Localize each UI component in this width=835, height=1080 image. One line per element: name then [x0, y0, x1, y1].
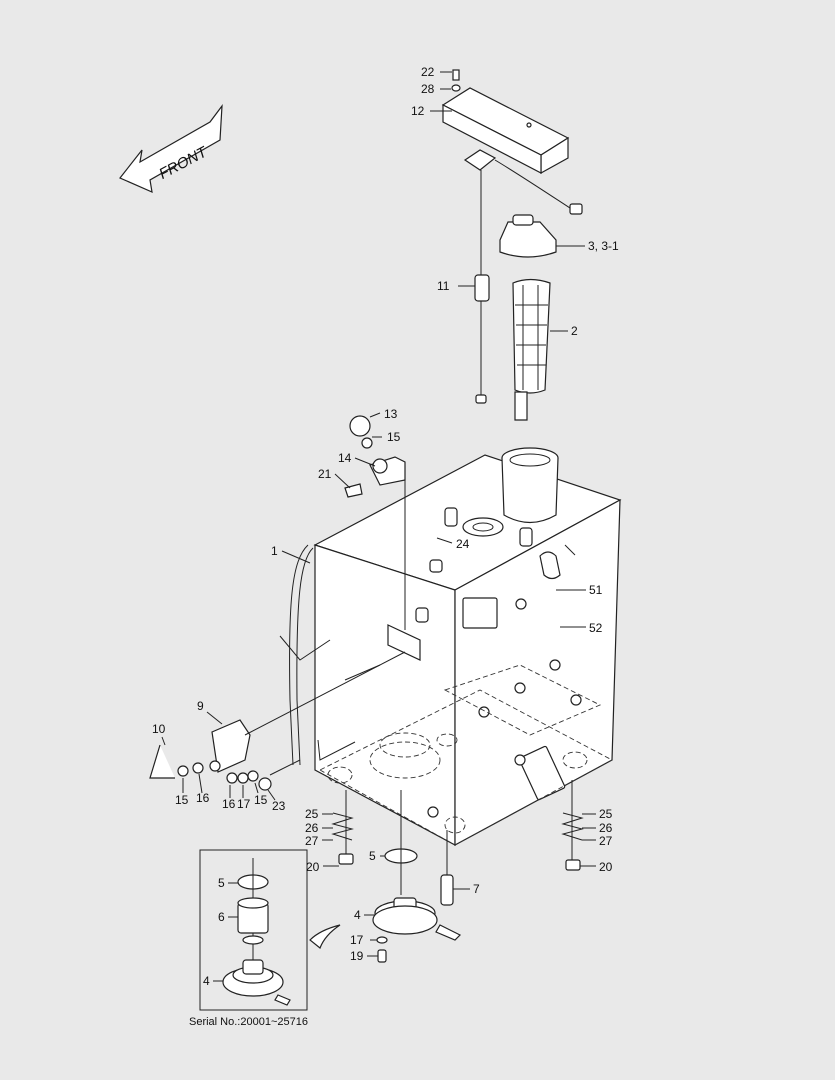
hydraulic-tank	[279, 447, 622, 847]
callout-4: 4	[203, 974, 210, 988]
callout-17: 17	[237, 797, 251, 811]
callout-25: 25	[599, 807, 613, 821]
front-arrow: FRONT	[119, 104, 223, 193]
callout-12: 12	[411, 104, 425, 118]
callout-52: 52	[589, 621, 603, 635]
callout-28: 28	[421, 82, 435, 96]
callout-15: 15	[175, 793, 189, 807]
mounting-bracket	[149, 651, 406, 791]
callout-22: 22	[421, 65, 435, 79]
callout-23: 23	[272, 799, 286, 813]
callout-15: 15	[254, 793, 268, 807]
callout-4: 4	[354, 908, 361, 922]
callout-5: 5	[218, 876, 225, 890]
callout-7: 7	[473, 882, 480, 896]
suction-assembly	[372, 790, 462, 963]
callout-labels: 22 28 12 3, 3-1 11 2 13 15 14 21 24 1 51…	[152, 65, 619, 988]
callout-1: 1	[271, 544, 278, 558]
right-mount-stack	[561, 780, 584, 871]
callout-3: 3, 3-1	[588, 239, 619, 253]
callout-13: 13	[384, 407, 398, 421]
callout-5: 5	[369, 849, 376, 863]
callout-27: 27	[599, 834, 613, 848]
callout-25: 25	[305, 807, 319, 821]
callout-14: 14	[338, 451, 352, 465]
callout-9: 9	[197, 699, 204, 713]
callout-16: 16	[196, 791, 210, 805]
serial-inset: Serial No.:20001~25716	[189, 849, 341, 1028]
callout-16: 16	[222, 797, 236, 811]
callout-15: 15	[387, 430, 401, 444]
callout-27: 27	[305, 834, 319, 848]
callout-19: 19	[350, 949, 364, 963]
callout-20: 20	[599, 860, 613, 874]
left-mount-stack	[331, 790, 354, 865]
callout-26: 26	[305, 821, 319, 835]
level-gauge-assembly	[441, 69, 583, 404]
callout-20: 20	[306, 860, 320, 874]
callout-51: 51	[589, 583, 603, 597]
serial-note: Serial No.:20001~25716	[189, 1016, 308, 1028]
callout-17: 17	[350, 933, 364, 947]
callout-21: 21	[318, 467, 332, 481]
leader-lines	[161, 71, 596, 982]
callout-26: 26	[599, 821, 613, 835]
callout-11: 11	[437, 279, 450, 293]
filler-cap-strainer	[499, 214, 557, 421]
breather-bracket	[344, 415, 406, 630]
callout-6: 6	[218, 910, 225, 924]
callout-24: 24	[456, 537, 470, 551]
callout-2: 2	[571, 324, 578, 338]
callout-10: 10	[152, 722, 166, 736]
